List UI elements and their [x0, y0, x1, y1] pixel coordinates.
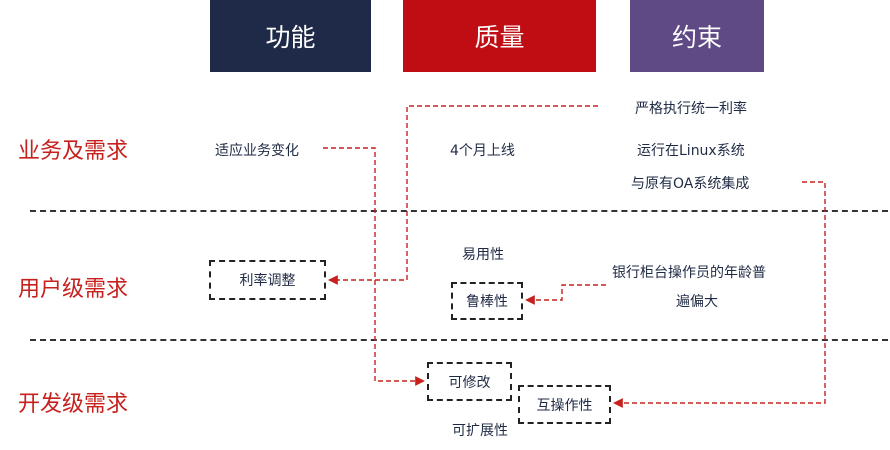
- divider-user-developer: [30, 339, 888, 341]
- item-operator-age-line1: 银行柜台操作员的年龄普: [612, 265, 766, 281]
- header-constraint: 约束: [630, 0, 764, 72]
- header-function: 功能: [210, 0, 371, 72]
- item-adapt-business-change: 适应业务变化: [215, 143, 299, 159]
- item-extensible: 可扩展性: [452, 423, 508, 439]
- item-operator-age-line2: 遍偏大: [676, 294, 718, 310]
- box-interoperability: 互操作性: [518, 385, 611, 424]
- item-strict-unified-rate: 严格执行统一利率: [635, 101, 747, 117]
- box-modifiable: 可修改: [427, 362, 512, 401]
- item-run-on-linux: 运行在Linux系统: [637, 143, 745, 159]
- arrow-strict-rate-to-rate-adjust: [328, 105, 598, 285]
- header-constraint-label: 约束: [671, 23, 722, 52]
- header-function-label: 功能: [265, 23, 316, 52]
- arrow-adapt-change-to-modifiable: [323, 147, 425, 386]
- item-oa-integration: 与原有OA系统集成: [631, 176, 750, 192]
- arrow-oa-to-interoperability: [613, 181, 826, 408]
- item-four-months-launch: 4个月上线: [450, 143, 515, 159]
- row-label-user: 用户级需求: [18, 277, 129, 302]
- header-quality-label: 质量: [474, 23, 525, 52]
- arrow-operator-age-to-robustness: [525, 284, 606, 305]
- row-label-developer: 开发级需求: [18, 392, 129, 417]
- box-robustness: 鲁棒性: [451, 282, 523, 320]
- box-rate-adjustment: 利率调整: [209, 260, 326, 300]
- divider-business-user: [30, 210, 888, 212]
- row-label-business: 业务及需求: [18, 139, 129, 164]
- header-quality: 质量: [403, 0, 596, 72]
- item-usability: 易用性: [462, 247, 504, 263]
